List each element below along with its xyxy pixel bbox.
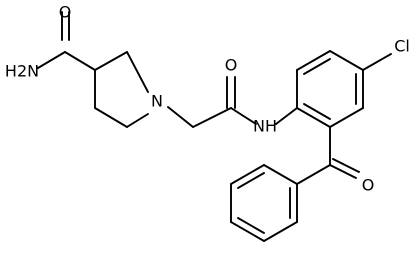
bond-lines — [37, 11, 392, 242]
carbonyl-oxygen-label: O — [225, 56, 238, 75]
piperidine-nitrogen-label: N — [151, 92, 163, 111]
chlorine-label: Cl — [394, 37, 410, 56]
amide-oxygen-label: O — [59, 3, 72, 22]
amide-nh-label: NH — [253, 117, 277, 136]
ketone-oxygen-label: O — [362, 176, 375, 195]
amine-nh2-label: H2N — [5, 62, 39, 81]
